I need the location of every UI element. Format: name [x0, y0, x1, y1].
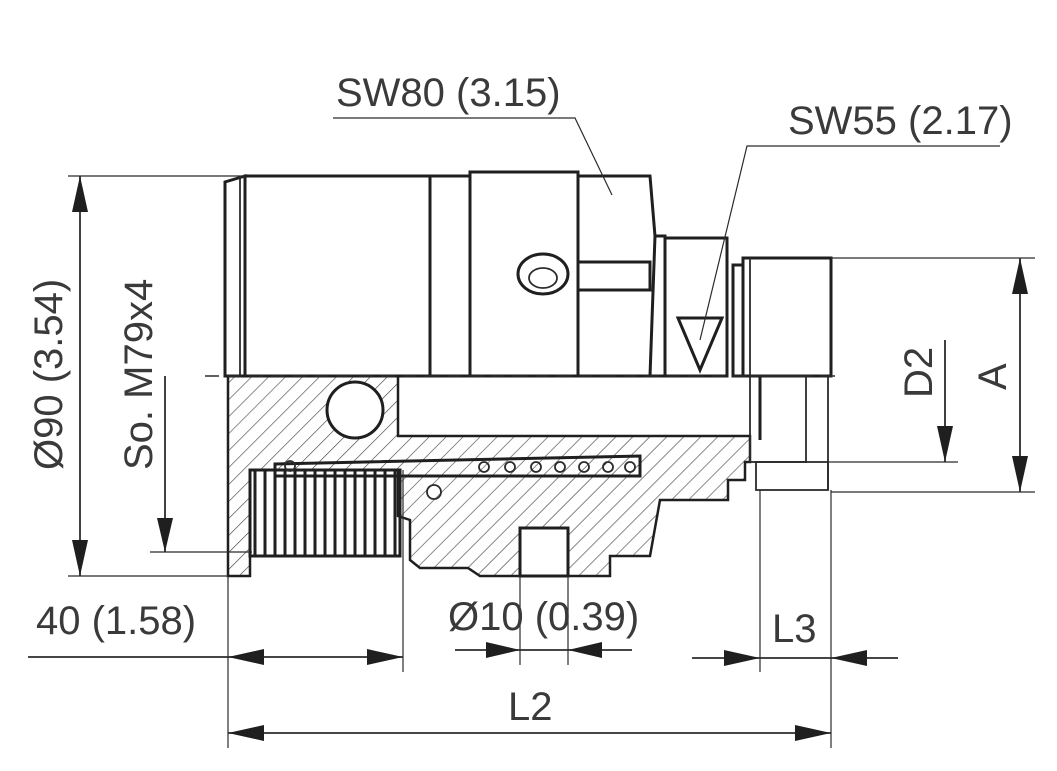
d2-label: D2	[897, 347, 941, 398]
l3-label: L3	[772, 607, 817, 651]
diameter-10-label: Ø10 (0.39)	[448, 595, 639, 639]
a-label: A	[971, 363, 1015, 390]
diameter-90-label: Ø90 (3.54)	[27, 279, 71, 470]
sw55-label: SW55 (2.17)	[788, 99, 1013, 143]
sw80-label: SW80 (3.15)	[336, 71, 561, 115]
l2-label: L2	[508, 685, 553, 729]
length-40-label: 40 (1.58)	[36, 599, 196, 643]
coupling-section-view	[226, 374, 829, 578]
coupling-outer-view	[223, 170, 833, 378]
thread-label: So. M79x4	[117, 279, 161, 470]
spring	[273, 454, 642, 478]
